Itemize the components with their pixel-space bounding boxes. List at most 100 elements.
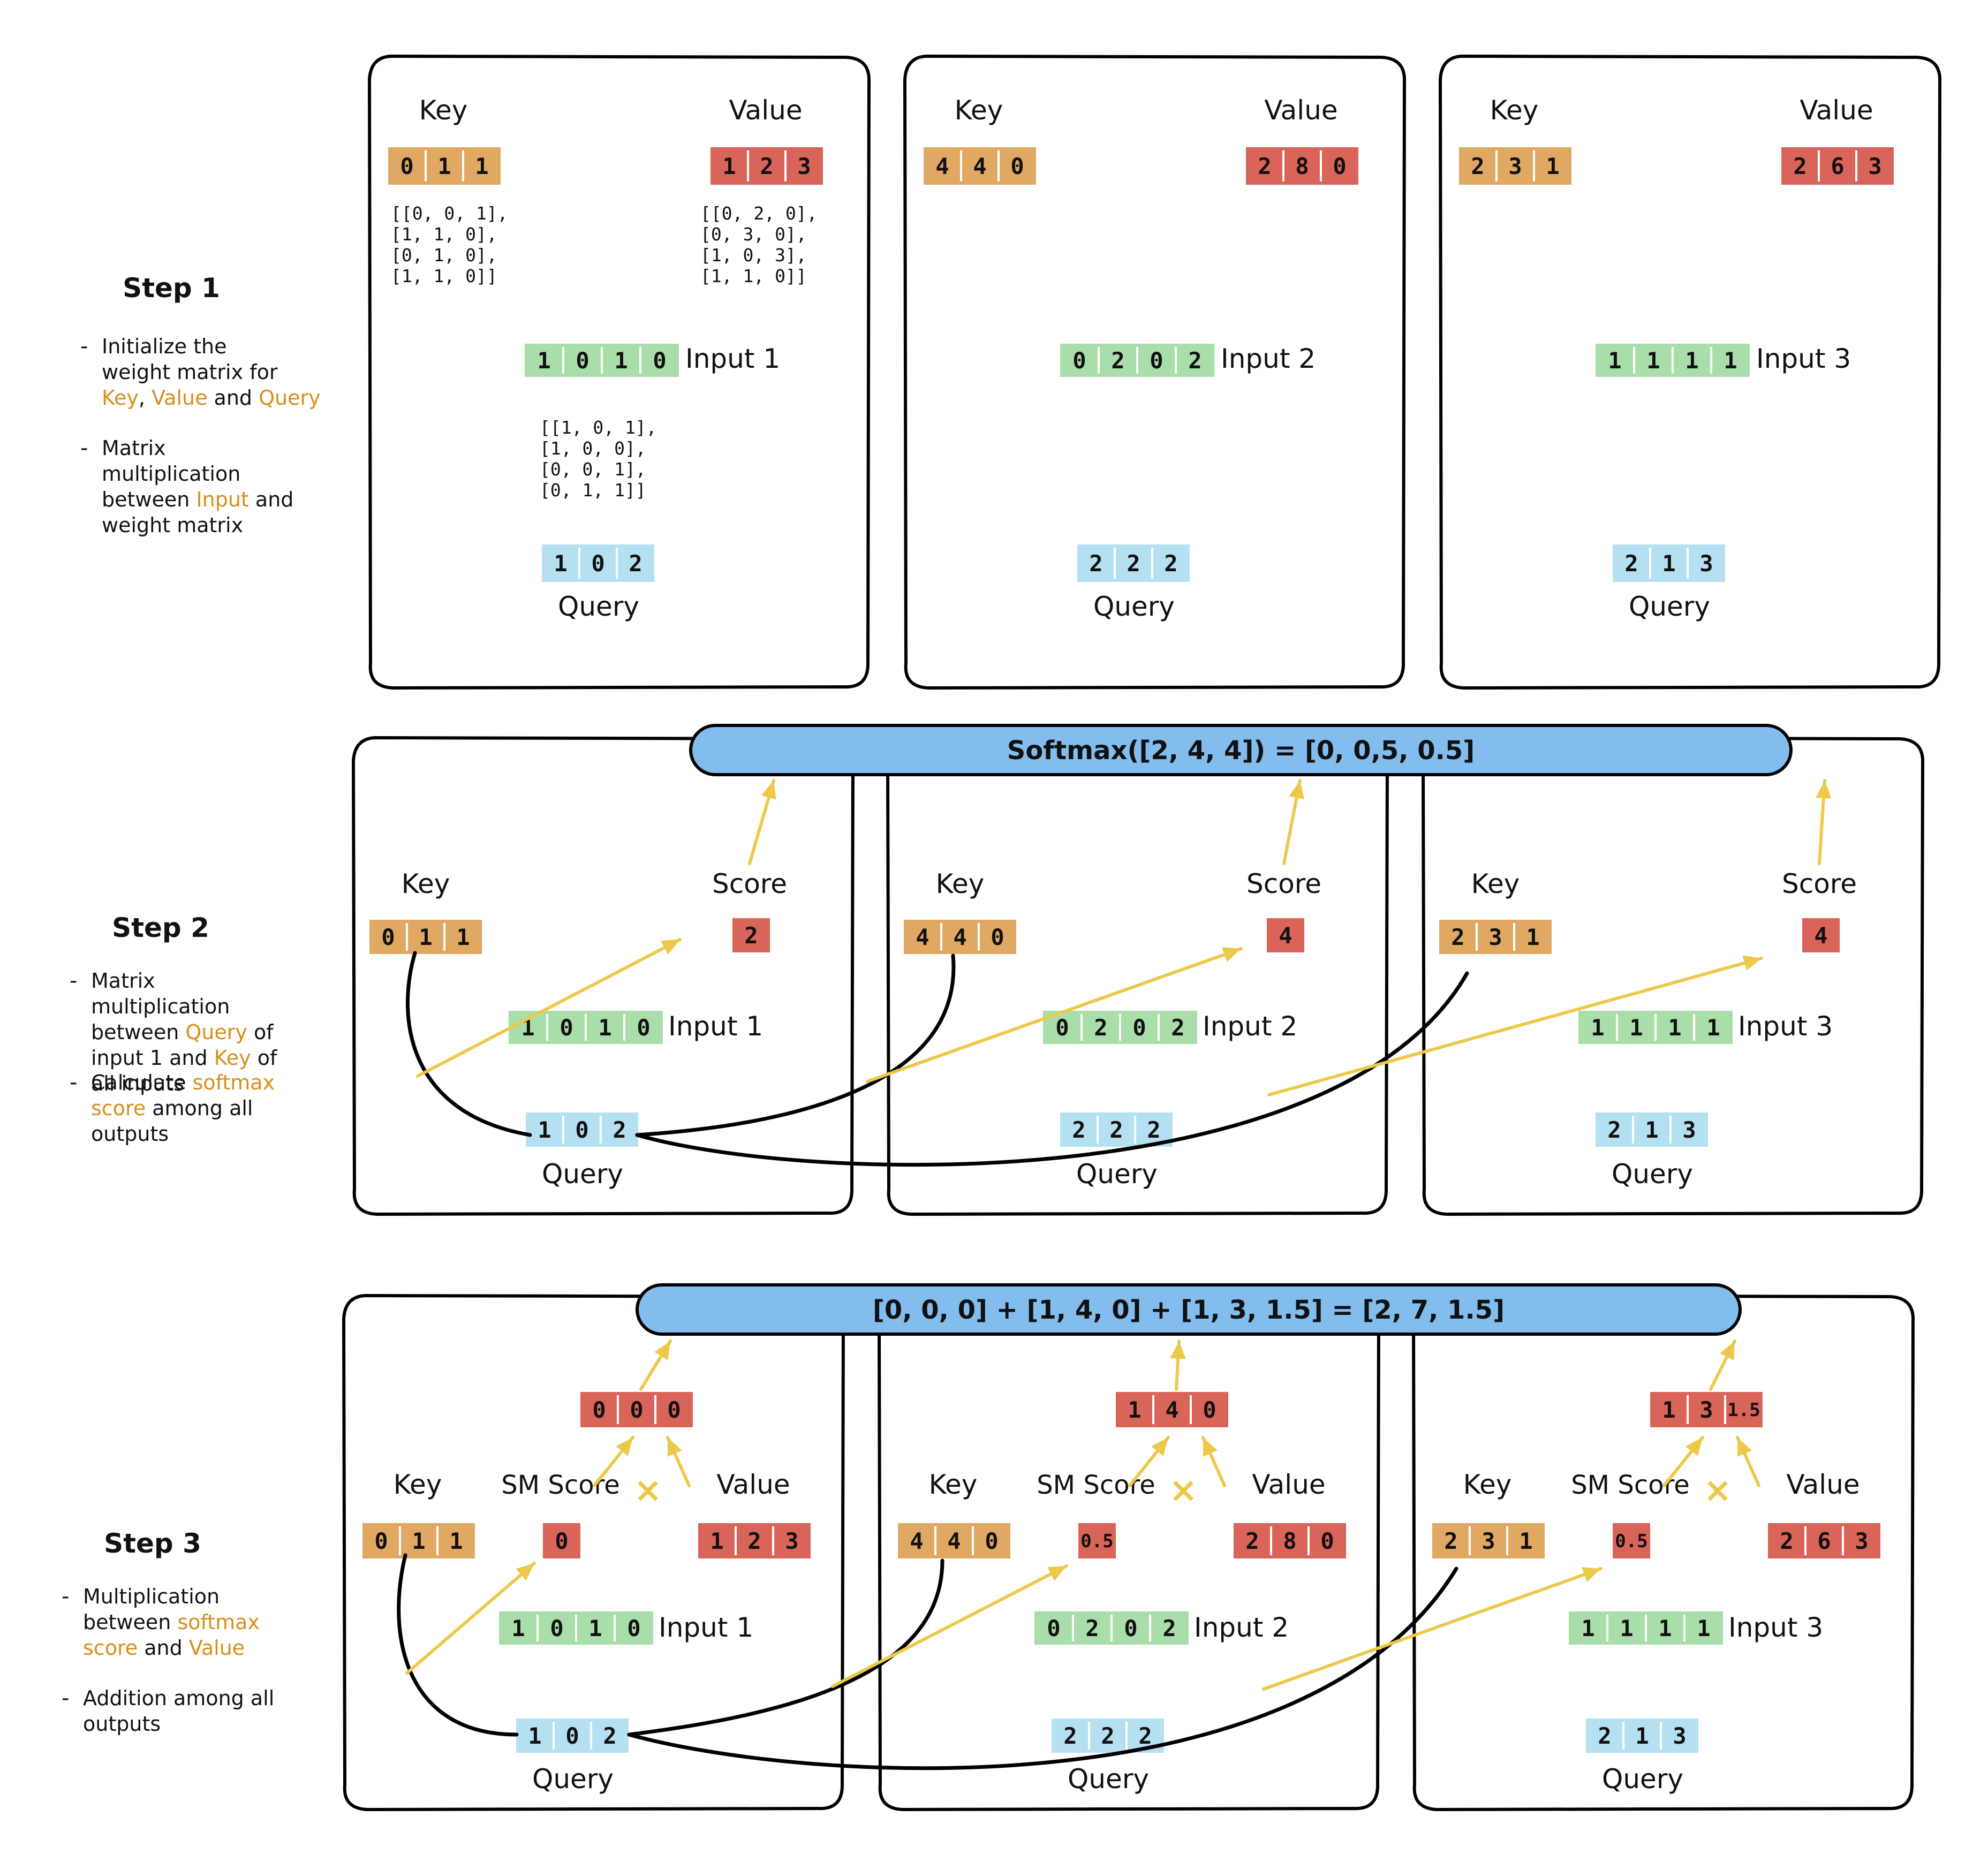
text-run	[186, 1071, 192, 1094]
text-run	[207, 386, 214, 410]
vector-cell	[1060, 1112, 1098, 1147]
text-run: of	[254, 1020, 274, 1044]
vector-value: 1	[437, 153, 451, 179]
vector-cell	[601, 1112, 638, 1147]
vector-value: 3	[1699, 1397, 1713, 1423]
vector-cell	[1843, 1523, 1880, 1558]
arrow-head	[1685, 1437, 1703, 1456]
arrow-head	[616, 1437, 633, 1456]
arrow-head	[1222, 947, 1241, 962]
vector-value: 3	[1699, 550, 1713, 577]
dot-to-sm-arrow-3	[1262, 1567, 1603, 1691]
matrix-row: [0, 0, 1],	[540, 459, 646, 480]
text-run: inputs	[122, 1072, 185, 1095]
key-label: Key	[419, 95, 468, 126]
text-run	[171, 1610, 177, 1634]
value-label: Value	[729, 95, 802, 126]
vector-cell	[1153, 1392, 1191, 1427]
step-title: Step 2	[112, 912, 209, 943]
vector-value: 1	[412, 1528, 425, 1554]
bullet-text: score among all	[91, 1096, 253, 1120]
vector-cell	[1646, 1611, 1684, 1645]
vector-cell	[1656, 1011, 1694, 1044]
matrix-row: [1, 1, 0],	[391, 224, 497, 245]
bullet-text: Multiplication	[83, 1585, 220, 1608]
vector-value: 2	[1085, 1615, 1099, 1641]
vector-value: 1	[722, 153, 736, 179]
arrow-head	[1582, 1567, 1601, 1582]
query-label: Query	[1093, 591, 1175, 622]
matrix-row: [0, 1, 0],	[391, 245, 497, 266]
vector-cell	[1439, 920, 1477, 954]
input-label: Input 2	[1221, 343, 1316, 374]
vector-value: 0	[400, 153, 413, 179]
text-run	[138, 1636, 144, 1660]
vector-cell	[640, 344, 679, 377]
score-box: 2	[732, 918, 770, 952]
matrix-row: [0, 3, 0],	[700, 224, 807, 245]
arrow-head	[1742, 955, 1762, 971]
arrow-head	[1720, 1341, 1735, 1360]
banner-bg	[636, 1283, 1742, 1336]
query-label: Query	[1602, 1763, 1683, 1795]
vector-cell	[898, 1523, 935, 1558]
matrix-row: [[1, 0, 1],	[540, 417, 657, 438]
vector-cell	[1098, 1112, 1135, 1147]
vector-cell	[615, 1611, 653, 1645]
vector-cell	[1781, 147, 1819, 185]
vector-value: 8	[1283, 1528, 1296, 1554]
text-run: Calculate	[91, 1071, 186, 1094]
vector-cell	[1650, 544, 1688, 582]
vector-value: 3	[1868, 153, 1881, 179]
vector-value: 3	[1481, 1528, 1495, 1554]
query-label: Query	[1076, 1159, 1158, 1190]
bullet-text: weight matrix	[102, 513, 243, 537]
vector-value: 0	[575, 1117, 588, 1143]
sm-to-product-arrow	[593, 1436, 634, 1487]
highlighted-term: Query	[185, 1020, 247, 1044]
vector-value: 2	[760, 153, 773, 179]
query-weight-matrix: [[1, 0, 1], [1, 0, 0], [0, 0, 1], [0, 1,…	[540, 417, 657, 501]
text-run: between	[83, 1610, 171, 1634]
text-run: Addition	[83, 1686, 167, 1710]
vector-value: 3	[1673, 1723, 1686, 1749]
score-box: 4	[1802, 918, 1840, 952]
vector-cell	[1613, 1523, 1650, 1558]
vector-cell	[1271, 1523, 1309, 1558]
sum-banner: [0, 0, 0] + [1, 4, 0] + [1, 3, 1.5] = [2…	[636, 1283, 1742, 1336]
vector-value: 0	[637, 1015, 650, 1041]
text-run: Initialize	[102, 335, 187, 358]
arrow-head	[1047, 1566, 1067, 1581]
panel-frame	[903, 55, 1407, 690]
key-label: Key	[936, 868, 985, 899]
bullet-text: score and Value	[83, 1636, 245, 1660]
vector-value: 0	[550, 1615, 563, 1641]
vector-cell	[586, 1011, 624, 1044]
vector-value: 3	[1855, 1528, 1868, 1554]
vector-value: 2	[1598, 1723, 1611, 1749]
vector-cell	[999, 147, 1036, 185]
step-2: Step 2-Matrix multiplication between Que…	[70, 724, 1925, 1216]
vector-value: 2	[1171, 1015, 1184, 1041]
vector-cell	[1586, 1719, 1623, 1753]
sm-to-product-arrow	[1662, 1436, 1704, 1487]
text-run: input	[91, 1046, 143, 1070]
multiply-sign: ×	[1169, 1471, 1198, 1510]
bullet-text: between Input and	[102, 488, 293, 511]
text-run	[145, 386, 152, 410]
score-to-softmax-arrow	[1816, 779, 1832, 865]
vector-value: 1	[1526, 924, 1539, 950]
key-label: Key	[402, 868, 450, 899]
highlighted-term: Query	[259, 386, 320, 410]
score-label: Score	[1246, 868, 1321, 899]
